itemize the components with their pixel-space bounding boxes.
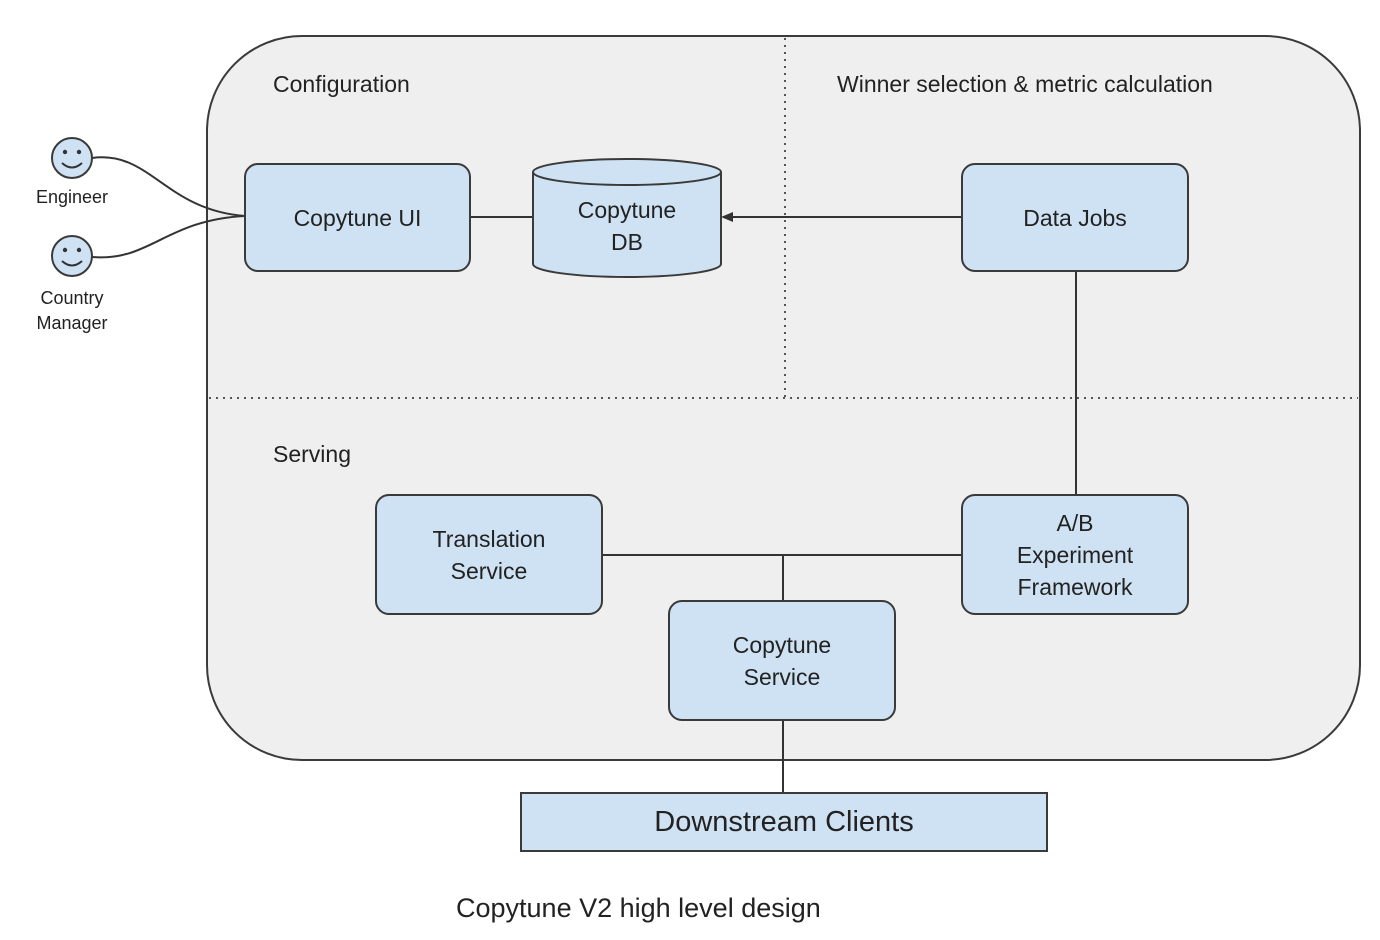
diagram-caption: Copytune V2 high level design: [456, 893, 821, 923]
engineer-label: Engineer: [35, 187, 109, 207]
downstream-clients-node: Downstream Clients: [520, 792, 1048, 852]
copytune-ui-node: Copytune UI: [244, 163, 471, 272]
configuration-region-label: Configuration: [273, 71, 410, 97]
engineer-smiley-icon: [51, 137, 93, 179]
country-manager-connector: [91, 215, 246, 259]
copytune-db-cylinder: [532, 158, 722, 278]
country-manager-smiley-icon: [51, 235, 93, 277]
copytune-service-node: Copytune Service: [668, 600, 896, 721]
data-jobs-node: Data Jobs: [961, 163, 1189, 272]
arrow-head-icon: [721, 212, 733, 222]
translation-service-node: Translation Service: [375, 494, 603, 615]
serving-region-label: Serving: [273, 441, 351, 467]
country-manager-label: Country Manager: [36, 288, 108, 333]
copytune-db-label: Copytune DB: [577, 197, 677, 255]
engineer-connector: [91, 156, 246, 217]
winner-selection-region-label: Winner selection & metric calculation: [837, 71, 1213, 97]
ab-experiment-framework-node: A/B Experiment Framework: [961, 494, 1189, 615]
